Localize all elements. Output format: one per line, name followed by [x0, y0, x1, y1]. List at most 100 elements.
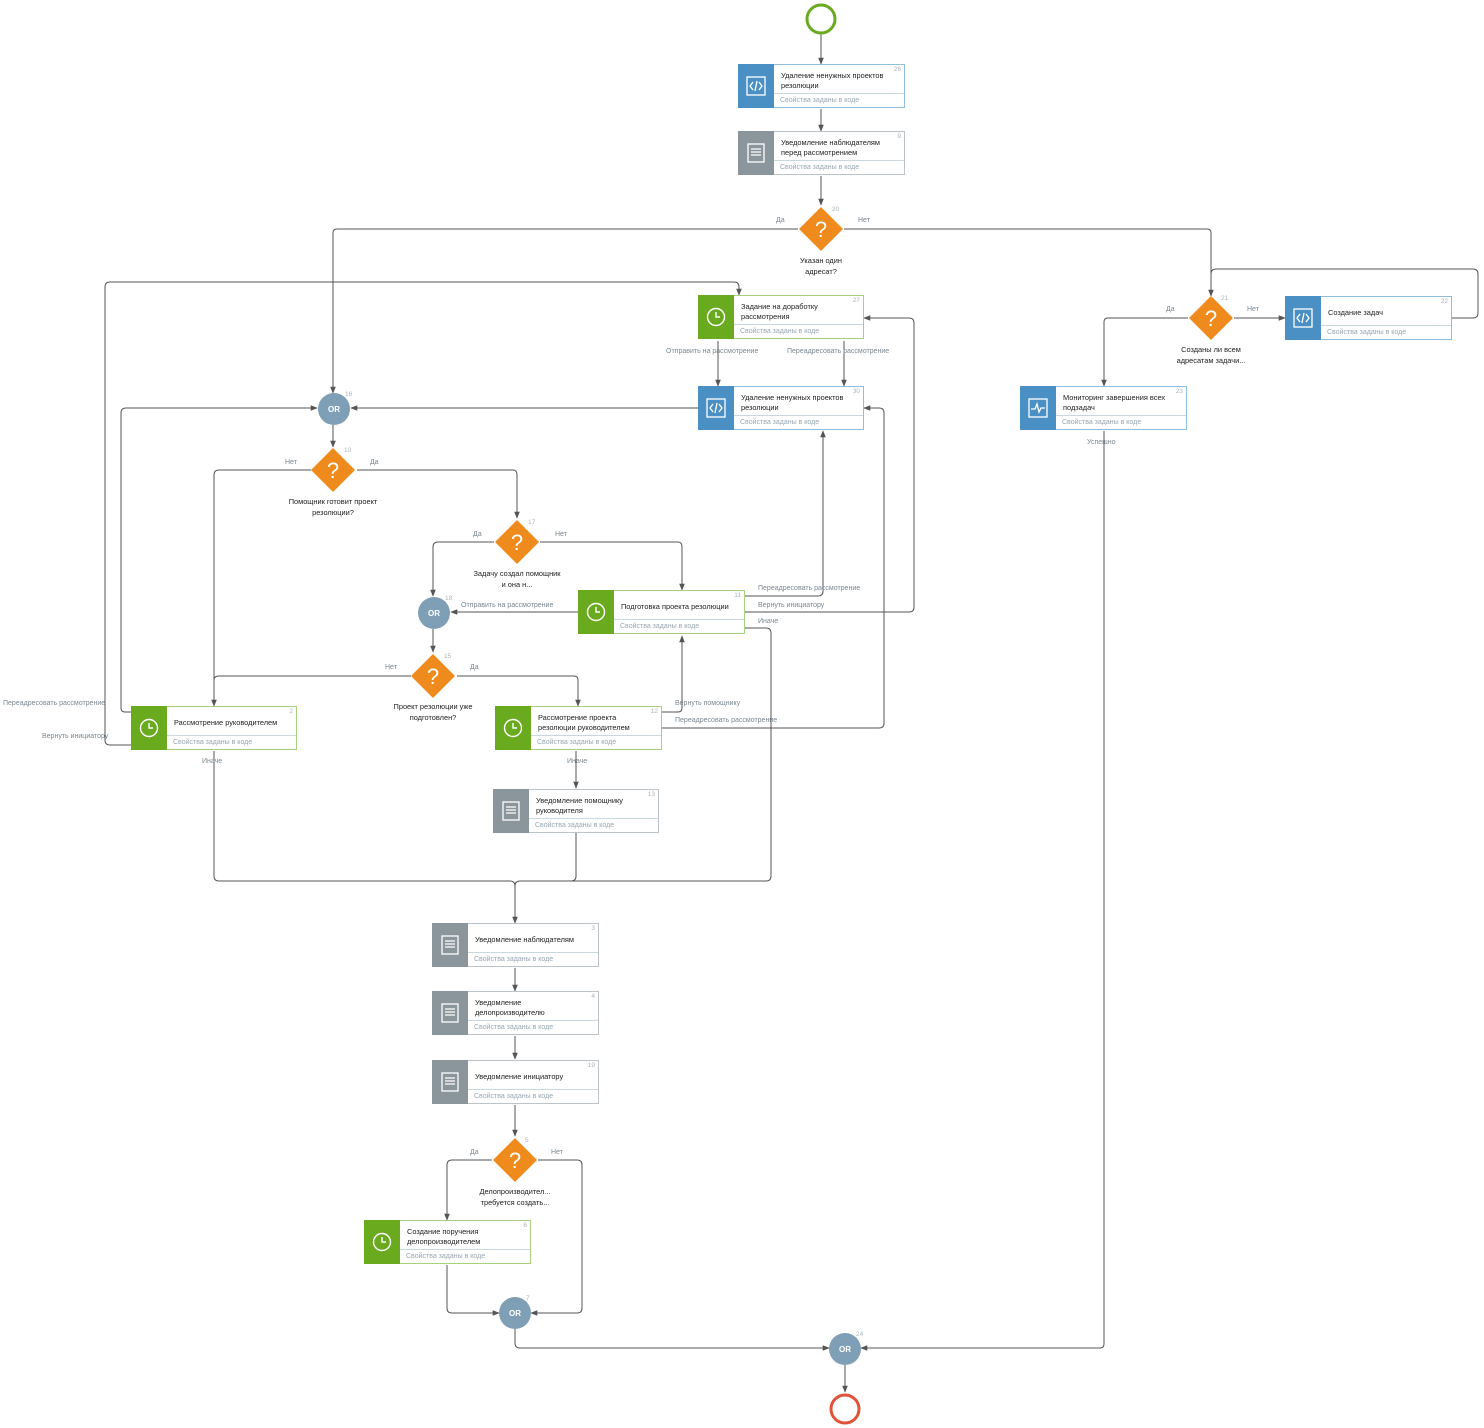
block-27[interactable]: Задание на доработку рассмотрения Свойст… [698, 295, 864, 339]
clock-icon [364, 1220, 400, 1264]
svg-text:?: ? [427, 664, 439, 689]
or-gateway-18[interactable]: OR [418, 597, 450, 629]
flow-label-send-review: Отправить на рассмотрение [666, 348, 759, 355]
block-6[interactable]: Создание поручения делопроизводителем Св… [364, 1220, 531, 1264]
flow-label-otherwise: Иначе [202, 758, 223, 765]
svg-text:?: ? [815, 217, 827, 242]
block-12[interactable]: Рассмотрение проекта резолюции руководит… [495, 706, 662, 750]
flow-label-return-initiator: Вернуть инициатору [758, 602, 825, 609]
svg-text:?: ? [327, 458, 339, 483]
decision-17[interactable]: ? [494, 519, 540, 565]
svg-text:?: ? [509, 1148, 521, 1173]
decision-21[interactable]: ? [1188, 295, 1234, 341]
document-icon [432, 991, 468, 1035]
decision-label: Делопроизводител... требуется создать... [479, 1187, 551, 1207]
block-30[interactable]: Удаление ненужных проектов резолюции Сво… [698, 386, 864, 430]
block-number: 13 [647, 791, 655, 798]
block-title: Мониторинг завершения всех подзадач [1063, 392, 1166, 413]
clock-icon [495, 706, 531, 750]
or-number: 7 [526, 1295, 530, 1302]
flow-label-redirect-review: Переадресовать рассмотрение [758, 585, 861, 592]
decision-number: 21 [1221, 295, 1229, 302]
block-number: 19 [587, 1062, 595, 1069]
decision-number: 17 [528, 519, 536, 526]
block-title: Рассмотрение проекта резолюции руководит… [538, 712, 630, 733]
block-4[interactable]: Уведомление делопроизводителю Свойства з… [432, 991, 599, 1035]
block-title: Создание поручения делопроизводителем [407, 1226, 481, 1247]
or-gateway-7[interactable]: OR [499, 1297, 531, 1329]
block-title: Уведомление помощнику руководителя [536, 795, 623, 816]
flow-label-redirect-review: Переадресовать рассмотрение [787, 348, 890, 355]
document-icon [493, 789, 529, 833]
pulse-icon [1020, 386, 1056, 430]
flow-label-otherwise: Иначе [758, 618, 779, 625]
block-title: Рассмотрение руководителем [174, 717, 278, 727]
block-props: Свойства заданы в коде [774, 160, 904, 174]
block-props: Свойства заданы в коде [734, 415, 863, 429]
block-2[interactable]: Рассмотрение руководителем Свойства зада… [131, 706, 297, 750]
block-props: Свойства заданы в коде [468, 1020, 598, 1034]
block-26[interactable]: Удаление ненужных проектов резолюции Сво… [738, 64, 905, 108]
block-3[interactable]: Уведомление наблюдателям Свойства заданы… [432, 923, 599, 967]
block-title: Уведомление инициатору [475, 1071, 564, 1081]
end-event[interactable] [829, 1393, 861, 1425]
block-number: 26 [893, 66, 901, 73]
decision-label: Помощник готовит проект резолюции? [288, 497, 378, 517]
block-number: 6 [523, 1222, 527, 1229]
block-number: 3 [591, 925, 595, 932]
decision-label: Созданы ли всем адресатам задачи... [1176, 345, 1246, 365]
block-11[interactable]: Подготовка проекта резолюции Свойства за… [578, 590, 745, 634]
flow-label-yes: Да [776, 217, 785, 224]
decision-5[interactable]: ? [492, 1137, 538, 1183]
block-props: Свойства заданы в коде [531, 735, 661, 749]
flow-label-no: Нет [858, 217, 870, 224]
block-number: 4 [591, 993, 595, 1000]
decision-15[interactable]: ? [410, 653, 456, 699]
clock-icon [698, 295, 734, 339]
decision-10[interactable]: ? [310, 447, 356, 493]
decision-20[interactable]: ? [798, 206, 844, 252]
block-title: Уведомление наблюдателям [475, 934, 574, 944]
question-icon: ? [495, 520, 539, 564]
block-title: Удаление ненужных проектов резолюции [741, 392, 844, 413]
decision-number: 5 [525, 1137, 529, 1144]
flow-label-no: Нет [385, 664, 397, 671]
block-props: Свойства заданы в коде [167, 735, 296, 749]
question-icon: ? [493, 1138, 537, 1182]
block-number: 12 [650, 708, 658, 715]
block-props: Свойства заданы в коде [614, 619, 744, 633]
or-number: 18 [445, 595, 453, 602]
flow-label-no: Нет [555, 531, 567, 538]
flow-label-success: Успешно [1087, 439, 1116, 446]
code-icon [738, 64, 774, 108]
block-9[interactable]: Уведомление наблюдателям перед рассмотре… [738, 131, 905, 175]
block-22[interactable]: Создание задач Свойства заданы в коде 22 [1285, 296, 1452, 340]
start-event[interactable] [805, 3, 837, 35]
flow-label-no: Нет [551, 1149, 563, 1156]
block-title: Уведомление делопроизводителю [475, 997, 545, 1018]
block-13[interactable]: Уведомление помощнику руководителя Свойс… [493, 789, 659, 833]
block-number: 22 [1440, 298, 1448, 305]
or-gateway-24[interactable]: OR [829, 1333, 861, 1365]
flow-label-otherwise: Иначе [567, 758, 588, 765]
flow-label-no: Нет [1247, 306, 1259, 313]
block-title: Создание задач [1328, 307, 1383, 317]
decision-number: 15 [444, 653, 452, 660]
or-gateway-16[interactable]: OR [318, 393, 350, 425]
svg-text:?: ? [511, 530, 523, 555]
block-props: Свойства заданы в коде [529, 818, 658, 832]
block-23[interactable]: Мониторинг завершения всех подзадач Свой… [1020, 386, 1187, 430]
flow-label-yes: Да [470, 664, 479, 671]
flow-label-yes: Да [1166, 306, 1175, 313]
svg-text:?: ? [1205, 306, 1217, 331]
block-number: 27 [852, 297, 860, 304]
or-number: 24 [856, 1331, 864, 1338]
block-props: Свойства заданы в коде [1056, 415, 1186, 429]
decision-label: Указан один адресат? [800, 256, 842, 276]
block-props: Свойства заданы в коде [400, 1249, 530, 1263]
block-19[interactable]: Уведомление инициатору Свойства заданы в… [432, 1060, 599, 1104]
flow-label-yes: Да [470, 1149, 479, 1156]
block-props: Свойства заданы в коде [774, 93, 904, 107]
question-icon: ? [311, 448, 355, 492]
